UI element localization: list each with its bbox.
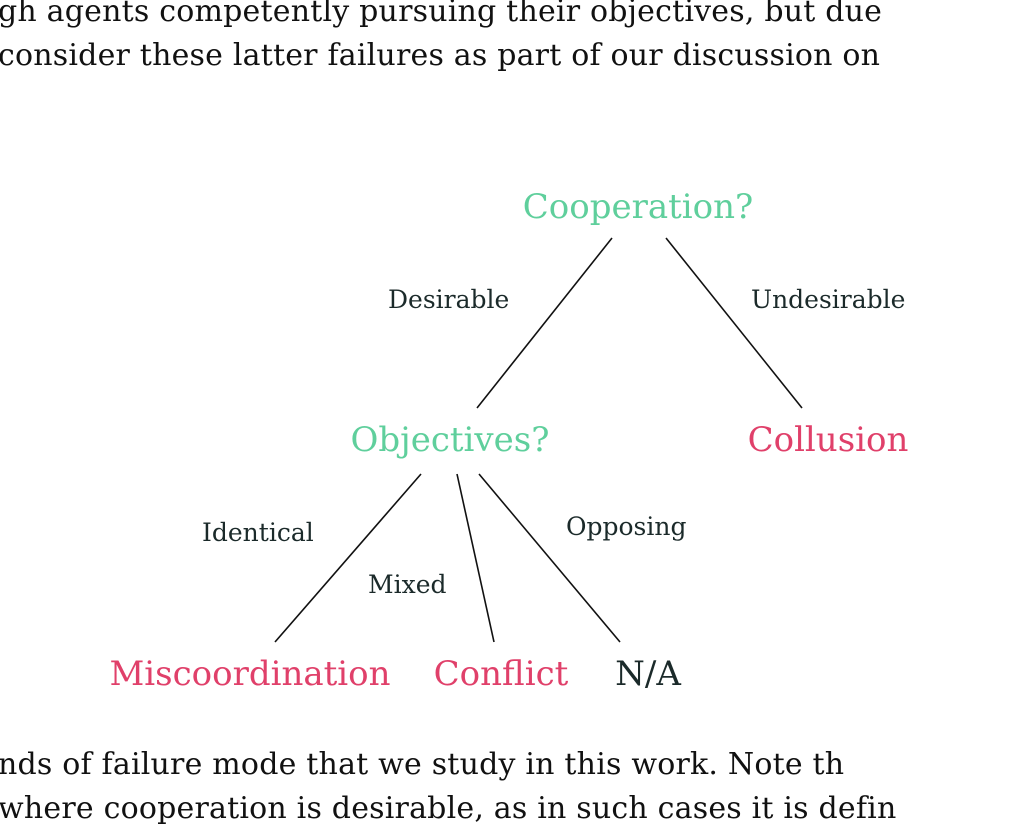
node-cooperation: Cooperation? xyxy=(523,187,754,227)
edge-label-identical: Identical xyxy=(202,518,314,547)
paragraph-line-top-1: gh agents competently pursuing their obj… xyxy=(0,0,883,29)
paragraph-line-bottom-1: nds of failure mode that we study in thi… xyxy=(0,747,845,782)
node-collusion: Collusion xyxy=(748,420,909,460)
edge-identical xyxy=(274,473,422,643)
edge-undesirable xyxy=(665,237,803,409)
edge-label-desirable: Desirable xyxy=(388,285,509,314)
edge-desirable xyxy=(476,237,613,409)
edge-label-undesirable: Undesirable xyxy=(751,285,905,314)
node-na: N/A xyxy=(615,654,681,694)
edge-mixed xyxy=(456,473,495,643)
node-conflict: Conflict xyxy=(434,654,569,694)
node-miscoordination: Miscoordination xyxy=(109,654,390,694)
edge-opposing xyxy=(478,473,621,643)
paragraph-line-top-2: consider these latter failures as part o… xyxy=(0,38,881,73)
edge-label-mixed: Mixed xyxy=(368,570,447,599)
edge-label-opposing: Opposing xyxy=(566,512,686,541)
node-objectives: Objectives? xyxy=(351,420,550,460)
paragraph-line-bottom-2: where cooperation is desirable, as in su… xyxy=(0,791,897,826)
